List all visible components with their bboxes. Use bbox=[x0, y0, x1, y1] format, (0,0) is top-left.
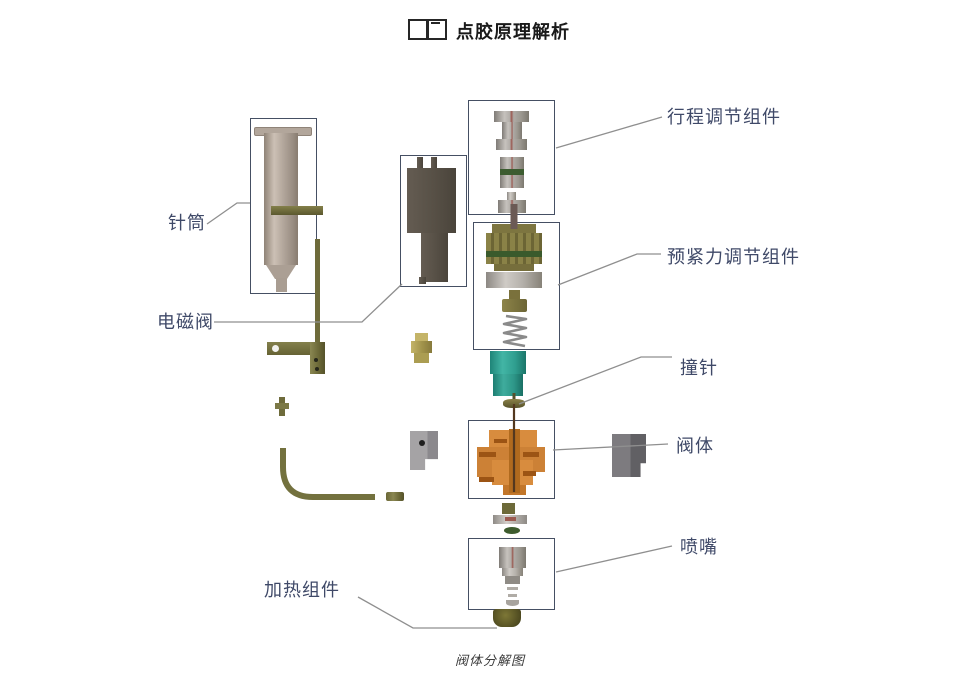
elbow-tube-graphic bbox=[280, 448, 375, 500]
locking-cylinder-green-band bbox=[500, 169, 524, 175]
lock-nut bbox=[486, 272, 542, 288]
label-stroke-adjustment: 行程调节组件 bbox=[667, 107, 781, 127]
figure-header: 点胶原理解析 bbox=[0, 16, 969, 44]
adjuster-knob-top bbox=[494, 111, 529, 122]
seal-block bbox=[502, 503, 515, 514]
leader-lines bbox=[206, 116, 673, 629]
label-heating-assembly: 加热组件 bbox=[264, 580, 340, 600]
adjuster-knob-flange bbox=[496, 139, 527, 150]
leader-syringe bbox=[206, 202, 250, 225]
syringe-taper bbox=[266, 265, 296, 279]
solenoid-stem bbox=[421, 233, 448, 282]
page-title: 点胶原理解析 bbox=[456, 22, 570, 42]
solenoid-pin-right bbox=[431, 157, 437, 170]
mount-block-graphic bbox=[612, 434, 646, 477]
mount-crossbar bbox=[271, 206, 323, 215]
spring-seat-flange bbox=[502, 299, 527, 312]
leader-solenoid bbox=[214, 283, 403, 323]
fitting-cap bbox=[415, 333, 428, 341]
knurled-knob-skirt bbox=[494, 264, 534, 271]
split-window-icon bbox=[408, 19, 447, 40]
leader-nozzle bbox=[555, 545, 673, 573]
washer-center-mark bbox=[505, 517, 516, 521]
adjuster-knob-neck bbox=[502, 122, 522, 139]
bracket-hole bbox=[272, 345, 279, 352]
leader-striker-pin bbox=[518, 356, 672, 405]
bracket-dot-2 bbox=[315, 367, 319, 371]
valve-port-2 bbox=[479, 477, 494, 482]
nozzle-step bbox=[502, 568, 523, 576]
solenoid-foot bbox=[419, 277, 426, 284]
fitting-base bbox=[414, 353, 429, 363]
bracket-dot-1 bbox=[314, 358, 318, 362]
piston-lower bbox=[493, 374, 523, 396]
solenoid-box bbox=[400, 155, 467, 287]
valve-port-3 bbox=[523, 452, 539, 457]
screw-head bbox=[275, 403, 289, 409]
knurled-knob-body bbox=[486, 233, 542, 264]
label-nozzle: 喷嘴 bbox=[680, 537, 718, 557]
coupler-stem bbox=[507, 192, 516, 201]
nozzle-shim-2 bbox=[508, 594, 517, 597]
mount-vertical-bar bbox=[315, 239, 320, 343]
tube-fitting-body bbox=[386, 492, 404, 501]
label-striker-pin: 撞针 bbox=[680, 358, 718, 378]
spring-seat-stem bbox=[509, 290, 520, 299]
solenoid-body bbox=[407, 168, 456, 233]
leader-valve-body bbox=[552, 443, 669, 451]
knurled-knob-green-band bbox=[486, 251, 542, 257]
nozzle-body bbox=[499, 547, 526, 568]
nozzle-cap bbox=[506, 600, 519, 606]
label-preload-adjustment: 预紧力调节组件 bbox=[667, 247, 800, 267]
leader-heating-assembly bbox=[357, 596, 497, 629]
valve-port-1 bbox=[479, 452, 496, 457]
heater-nut-graphic bbox=[493, 609, 521, 627]
leader-stroke-adjustment bbox=[555, 116, 663, 149]
sensor-block-hole bbox=[419, 440, 425, 446]
piston-upper bbox=[490, 351, 526, 374]
label-syringe: 针筒 bbox=[168, 213, 206, 233]
figure-caption: 阀体分解图 bbox=[454, 653, 525, 668]
valve-body-box bbox=[468, 420, 555, 499]
syringe-barrel bbox=[264, 133, 298, 265]
spring-graphic bbox=[502, 314, 528, 348]
nozzle-tip bbox=[505, 576, 520, 584]
solenoid-pin-left bbox=[417, 157, 423, 170]
nozzle-shim-1 bbox=[507, 587, 518, 590]
leader-preload-adjustment bbox=[557, 253, 661, 286]
label-valve-body: 阀体 bbox=[676, 436, 714, 456]
striker-disc bbox=[503, 399, 525, 408]
syringe-tip bbox=[276, 278, 287, 292]
fitting-hex bbox=[411, 341, 432, 353]
valve-port-5 bbox=[494, 439, 507, 443]
valve-port-4 bbox=[523, 471, 536, 476]
o-ring bbox=[504, 527, 520, 534]
label-solenoid-valve: 电磁阀 bbox=[157, 312, 214, 332]
